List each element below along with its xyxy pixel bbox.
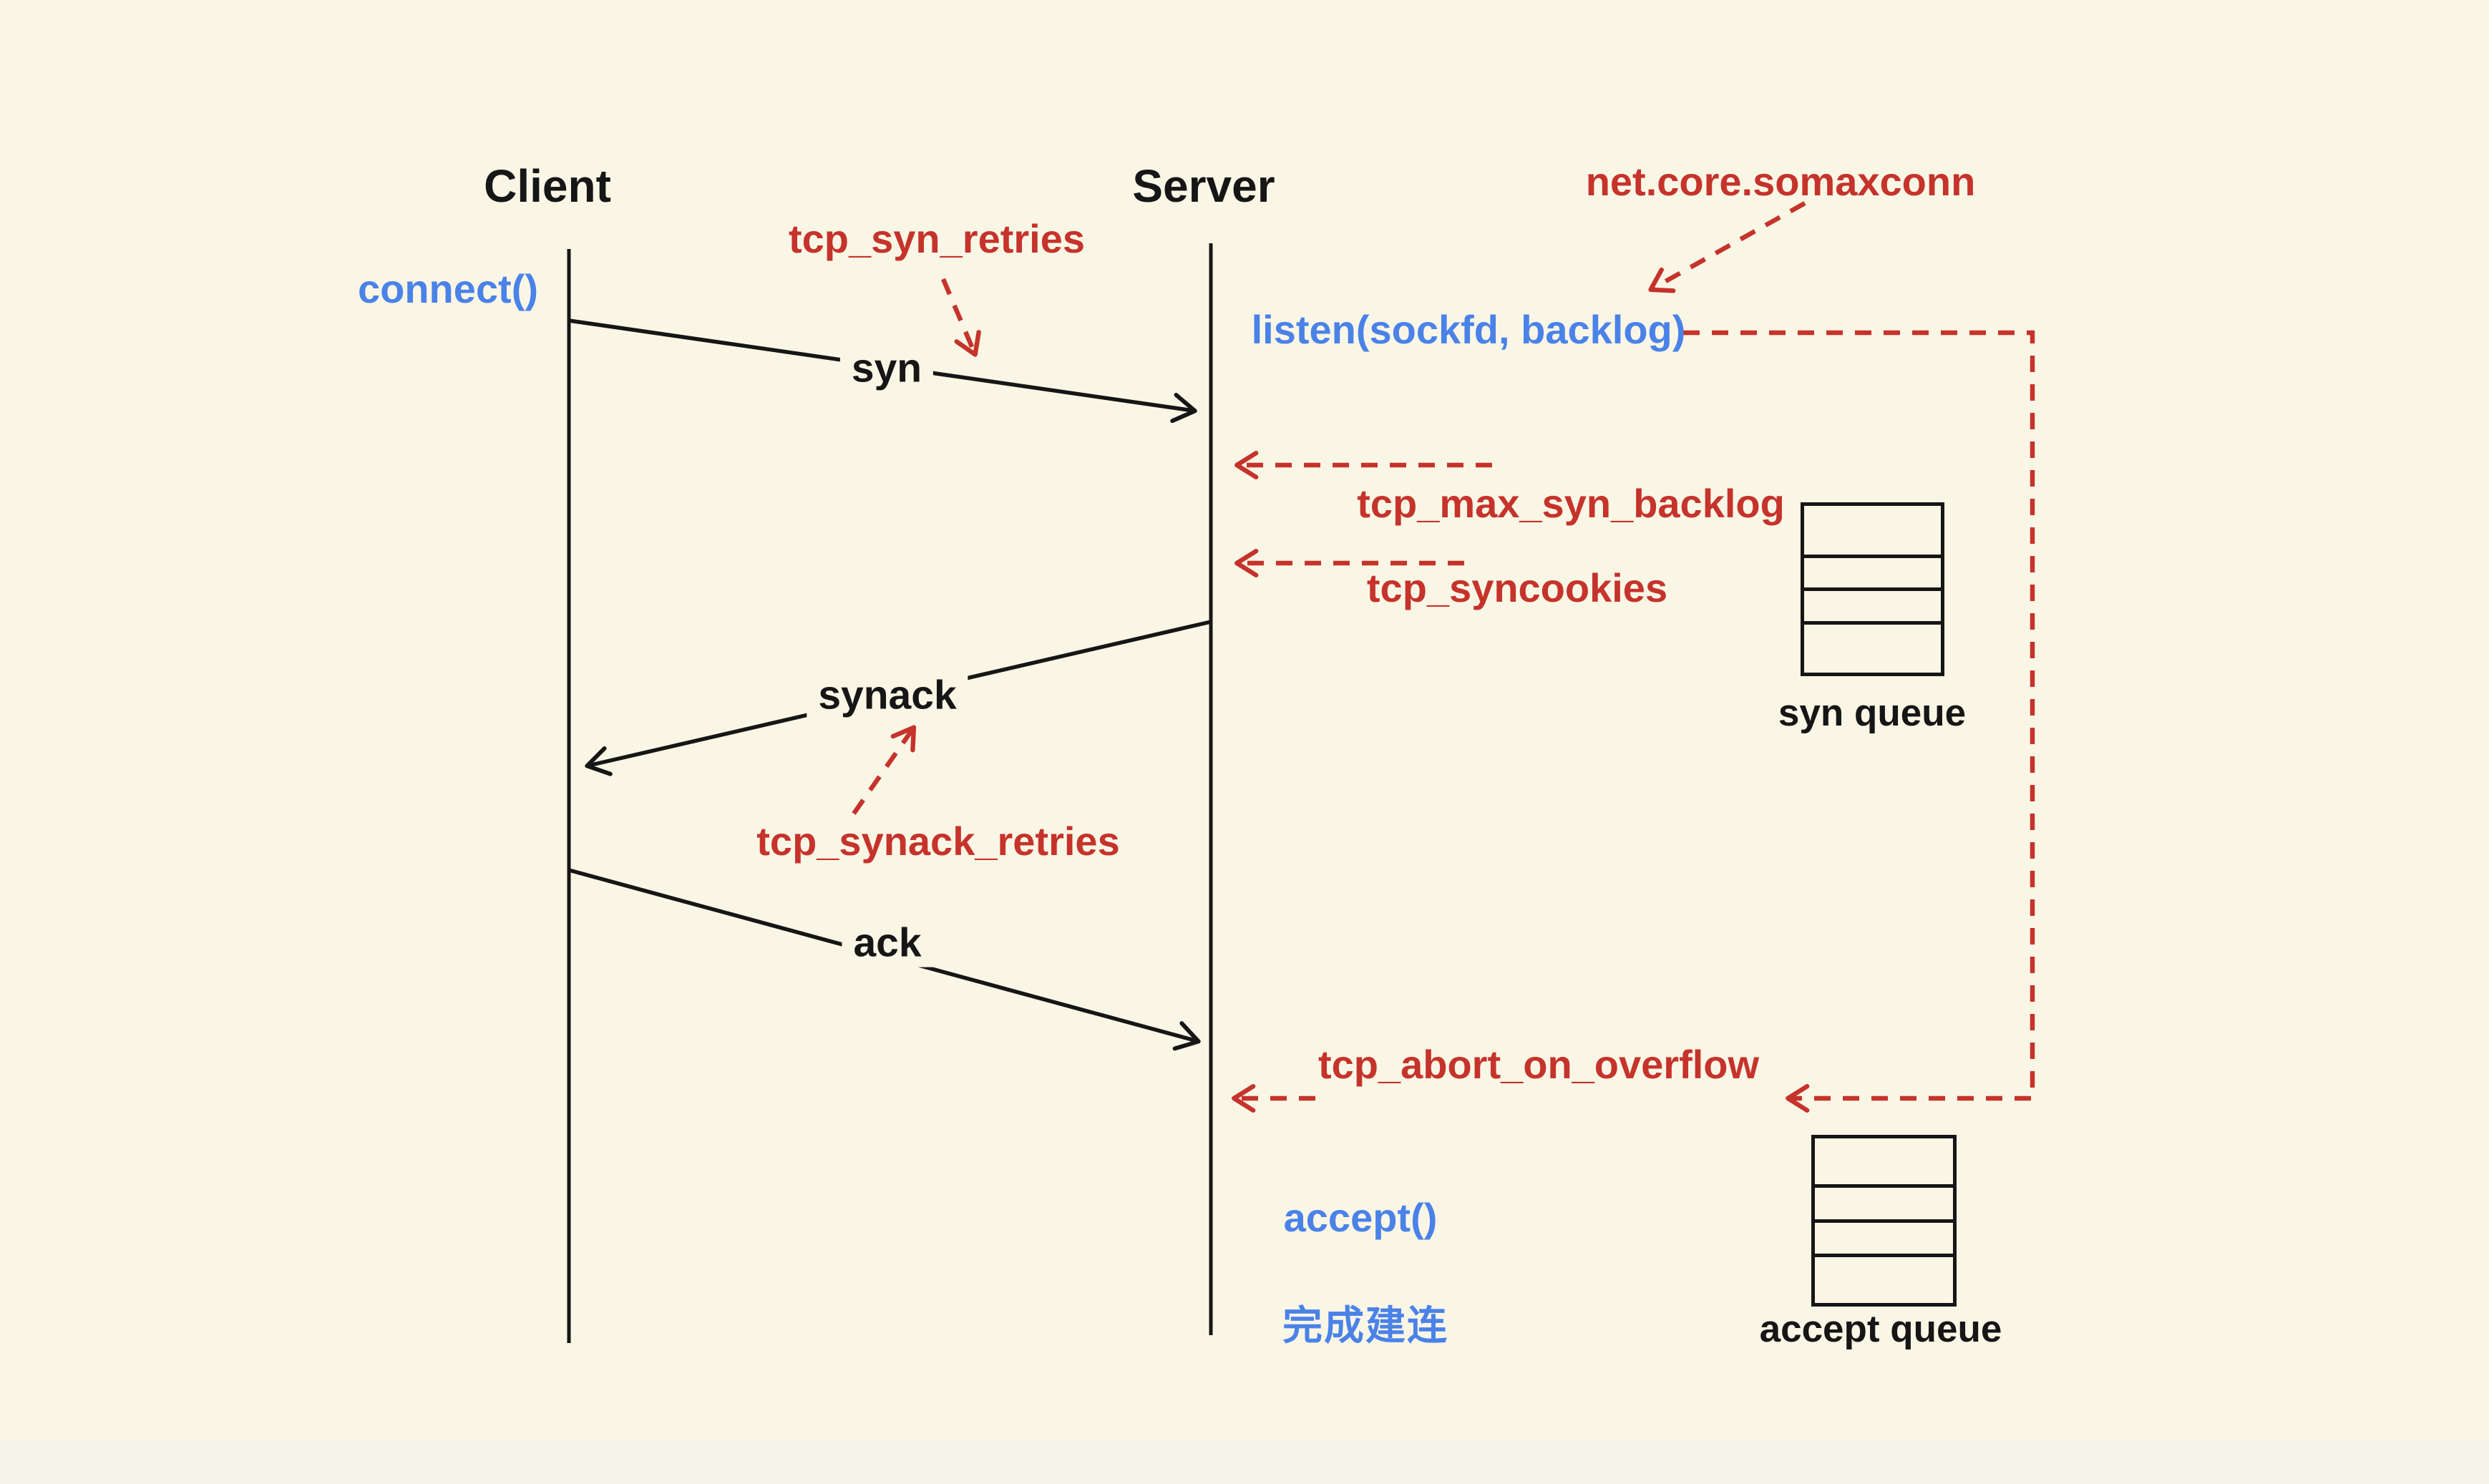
accept-queue-label: accept queue <box>1759 1307 2002 1350</box>
tcp-syn-retries-label: tcp_syn_retries <box>788 216 1086 262</box>
synack-message-label: synack <box>807 671 968 720</box>
server-title: Server <box>1132 160 1275 212</box>
listen-call-label: listen(sockfd, backlog) <box>1251 307 1686 353</box>
syn-queue-label: syn queue <box>1778 691 1967 734</box>
tcp-synack-retries-arrow <box>852 725 917 815</box>
accept-call-label: accept() <box>1283 1195 1438 1241</box>
accept-queue-box <box>1811 1135 1957 1307</box>
ack-message-label: ack <box>842 919 933 967</box>
tcp-max-syn-backlog-label: tcp_max_syn_backlog <box>1357 481 1785 527</box>
connect-call-label: connect() <box>358 266 538 312</box>
queue-slot <box>1815 1254 1953 1303</box>
queue-slot <box>1804 620 1941 673</box>
footer-band <box>0 1440 2489 1484</box>
client-title: Client <box>484 160 611 212</box>
tcp-synack-retries-label: tcp_synack_retries <box>756 819 1120 864</box>
net-core-somaxconn-label: net.core.somaxconn <box>1585 159 1976 205</box>
queue-slot <box>1804 554 1941 588</box>
syn-message-label: syn <box>839 344 934 393</box>
queue-slot <box>1815 1138 1953 1184</box>
somaxconn-arrow <box>1648 201 1806 293</box>
tcp-abort-on-overflow-label: tcp_abort_on_overflow <box>1317 1042 1760 1088</box>
backlog-to-accept-queue-arrow <box>1683 330 2035 1113</box>
queue-slot <box>1804 506 1941 555</box>
queue-slot <box>1815 1184 1953 1219</box>
queue-slot <box>1815 1219 1953 1254</box>
tcp-syn-retries-arrow <box>941 278 981 357</box>
syn-queue-box <box>1801 502 1944 676</box>
connection-established-label: 完成建连 <box>1282 1303 1448 1349</box>
queue-slot <box>1804 587 1941 621</box>
tcp-syncookies-label: tcp_syncookies <box>1366 565 1668 611</box>
